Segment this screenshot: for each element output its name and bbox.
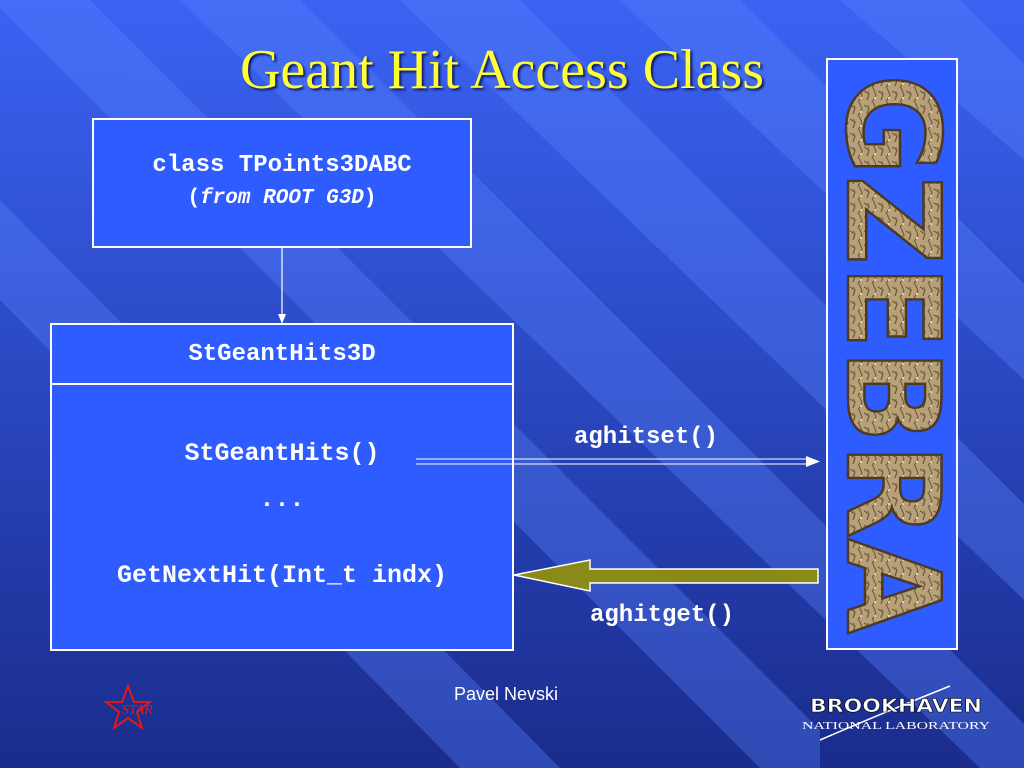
star-logo: STAR	[103, 683, 174, 732]
slide-title: Geant Hit Access Class	[239, 39, 765, 101]
aghitget-label: aghitget()	[590, 602, 735, 629]
paren-open: (	[187, 187, 201, 210]
zebra-letters: GZEBRA	[816, 73, 968, 636]
star-logo-text: STAR	[122, 703, 153, 718]
base-class-name: class TPoints3DABC	[152, 152, 412, 179]
base-class-box: class TPoints3DABC (from ROOT G3D)	[92, 118, 472, 248]
method-getnexthit: GetNextHit(Int_t indx)	[116, 561, 448, 590]
brookhaven-swoosh	[819, 685, 951, 741]
method-stgeanthits: StGeantHits()	[184, 439, 380, 468]
zebra-text: GZEBRA	[828, 74, 956, 634]
aghitset-arrow	[416, 456, 820, 467]
aghitget-arrow	[513, 559, 819, 592]
derived-class-header: StGeantHits3D	[52, 325, 512, 385]
derived-class-box: StGeantHits3D StGeantHits() ... GetNextH…	[50, 323, 514, 651]
zebra-box: GZEBRA	[816, 58, 968, 650]
derived-class-name: StGeantHits3D	[188, 341, 376, 368]
paren-close: )	[363, 187, 377, 210]
inheritance-arrow	[278, 246, 286, 324]
brookhaven-logo: BROOKHAVEN NATIONAL LABORATORY	[800, 680, 1000, 750]
base-class-origin: (from ROOT G3D)	[94, 187, 470, 210]
base-class-source: from ROOT G3D	[200, 187, 364, 210]
star-icon	[103, 683, 153, 731]
brookhaven-subtitle: NATIONAL LABORATORY	[802, 720, 990, 732]
method-ellipsis: ...	[259, 485, 305, 514]
aghitset-label: aghitset()	[574, 424, 719, 451]
footer-author: Pavel Nevski	[454, 684, 559, 704]
brookhaven-name: BROOKHAVEN	[810, 695, 982, 717]
